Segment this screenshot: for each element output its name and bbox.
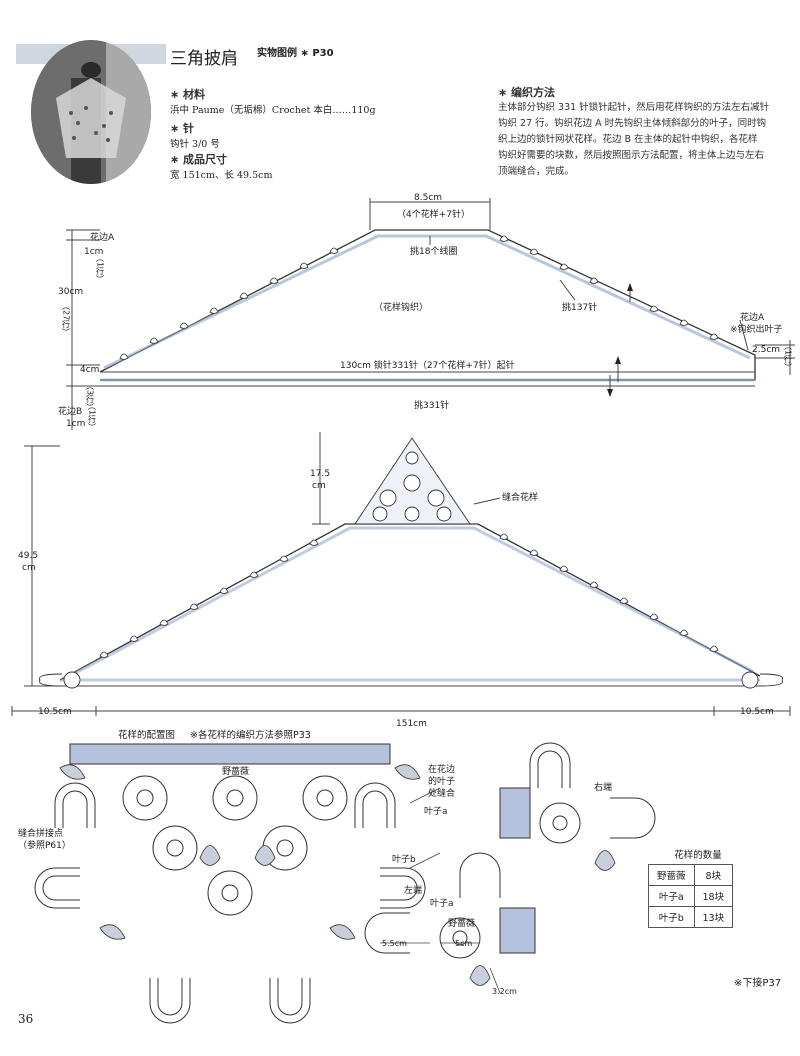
- top-count-label: （4个花样+7针）: [397, 208, 470, 220]
- cm25-label: 2.5cm: [752, 345, 780, 355]
- pick331-label: 挑331针: [414, 399, 449, 411]
- leaf-a2-label: 叶子a: [430, 898, 454, 909]
- table-cell: 13块: [693, 906, 734, 929]
- method-section: ∗ 编织方法 主体部分钩织 331 针锁针起针，然后用花样钩织的方法左右减针 钩…: [498, 84, 798, 180]
- header-photo-frame: [16, 38, 166, 188]
- joint-label: 缝合拼接点: [18, 827, 63, 839]
- right-width-label: 10.5cm: [740, 707, 774, 717]
- edge-a-right-label: 花边A: [740, 311, 765, 323]
- leaf-b-label: 叶子b: [392, 854, 416, 865]
- top-width-label: 8.5cm: [414, 193, 442, 203]
- w55-label: 5.5cm: [382, 939, 407, 948]
- pick-top-label: 挑18个线圈: [410, 245, 457, 257]
- page-title: 三角披肩: [170, 49, 238, 69]
- table-cell: 8块: [693, 864, 734, 887]
- bullet-icon: ∗: [170, 88, 184, 101]
- rose2-label: 野蔷薇: [448, 917, 475, 929]
- cm1a-label: 1cm: [84, 247, 103, 257]
- materials-section: ∗ 材料 浜中 Paume（无垢棉）Crochet 本白……110g: [170, 86, 376, 116]
- table-row: 叶子b 13块: [648, 906, 734, 929]
- bullet-icon: ∗: [498, 86, 512, 99]
- left-width-label: 10.5cm: [38, 707, 72, 717]
- layout-title: 花样的配置图: [118, 729, 175, 741]
- leaf-a-label: 叶子a: [424, 806, 448, 817]
- size-heading: 成品尺寸: [183, 153, 228, 166]
- rows1a-label: （1行）: [96, 254, 105, 283]
- cm30-label: 30cm: [58, 287, 83, 297]
- leaf-sew-3: 处缝合: [428, 787, 455, 799]
- layout-note: ※各花样的编织方法参照P33: [190, 729, 311, 741]
- materials-heading: 材料: [183, 88, 206, 101]
- left-end-label: 左端: [404, 884, 422, 896]
- count-table: 野蔷薇 8块 叶子a 18块 叶子b 13块: [648, 864, 734, 929]
- materials-text: 浜中 Paume（无垢棉）Crochet 本白……110g: [170, 105, 376, 116]
- cm1b-label: 1cm: [66, 419, 85, 429]
- chain-label: 130cm 锁针331针（27个花样+7针）起针: [340, 359, 515, 371]
- count-table-title: 花样的数量: [674, 850, 722, 861]
- garment-photo-icon: [16, 40, 166, 184]
- peak-unit-label: cm: [312, 481, 326, 491]
- needle-heading: 针: [183, 122, 195, 135]
- method-line: 顶端缝合，完成。: [498, 166, 575, 177]
- height-label: 49.5: [18, 551, 38, 561]
- w5-label: 5cm: [455, 939, 472, 948]
- rows1r-label: （1行）: [784, 342, 793, 371]
- photo-reference: 实物图例 ∗ P30: [257, 48, 334, 59]
- height-unit-label: cm: [22, 563, 36, 573]
- rows1b-label: （1行）: [88, 402, 97, 430]
- bullet-icon: ∗: [170, 122, 184, 135]
- edge-b-label: 花边B: [58, 405, 82, 417]
- needle-section: ∗ 针 钩针 3/0 号: [170, 120, 220, 150]
- method-heading: 编织方法: [511, 86, 556, 99]
- peak-label: 17.5: [310, 469, 330, 479]
- leaf-sew-2: 的叶子: [428, 775, 455, 787]
- method-line: 织上边的锁针网状花样。花边 B 在主体的起针中钩织，各花样: [498, 134, 758, 145]
- rose-label: 野蔷薇: [222, 765, 249, 777]
- method-line: 主体部分钩织 331 针锁针起针，然后用花样钩织的方法左右减针: [498, 102, 770, 113]
- sew-label: 缝合花样: [502, 491, 538, 503]
- pick137-label: 挑137针: [562, 301, 597, 313]
- table-row: 野蔷薇 8块: [648, 864, 734, 887]
- rows3-label: （3行）: [86, 382, 95, 411]
- table-cell: 野蔷薇: [648, 864, 695, 887]
- leaf-note-label: ※钩织出叶子: [730, 323, 783, 335]
- method-line: 钩织好需要的块数，然后按照图示方法配置，将主体上边与左右: [498, 150, 765, 161]
- finished-shape-diagram: 49.5 cm 17.5 cm 缝合花样 10.5cm 151cm 10.5cm: [11, 432, 791, 728]
- right-end-label: 右端: [594, 781, 612, 793]
- joint-ref-label: （参照P61）: [18, 839, 71, 851]
- method-line: 钩织 27 行。钩织花边 A 时先钩织主体倾斜部分的叶子，同时钩: [498, 118, 767, 129]
- rows27-label: （27行）: [62, 302, 71, 336]
- leaf-sew-1: 在花边: [428, 763, 455, 775]
- table-row: 叶子a 18块: [648, 885, 734, 908]
- motif-layout-diagram: 花样的配置图 ※各花样的编织方法参照P33 缝合拼接点 （参照P61） 野蔷薇 …: [18, 729, 656, 1024]
- total-width-label: 151cm: [396, 719, 427, 728]
- cm4-label: 4cm: [80, 365, 99, 375]
- size-section: ∗ 成品尺寸 宽 151cm、长 49.5cm: [170, 151, 272, 181]
- pattern-label: （花样钩织）: [374, 301, 428, 313]
- page-number: 36: [18, 1012, 34, 1026]
- table-cell: 18块: [693, 885, 734, 908]
- size-text: 宽 151cm、长 49.5cm: [170, 170, 273, 181]
- edge-a-label: 花边A: [90, 231, 115, 243]
- table-cell: 叶子b: [648, 906, 695, 929]
- schematic-diagram: 8.5cm （4个花样+7针） 挑18个线圈 花边A 1cm （1行） 30cm…: [58, 193, 795, 430]
- table-cell: 叶子a: [648, 885, 695, 908]
- w32-label: 3.2cm: [492, 987, 517, 996]
- continue-note: ※下接P37: [734, 978, 782, 989]
- count-table-section: 花样的数量 野蔷薇 8块 叶子a 18块 叶子b 13块: [648, 850, 748, 929]
- needle-text: 钩针 3/0 号: [170, 139, 220, 150]
- bullet-icon: ∗: [170, 153, 184, 166]
